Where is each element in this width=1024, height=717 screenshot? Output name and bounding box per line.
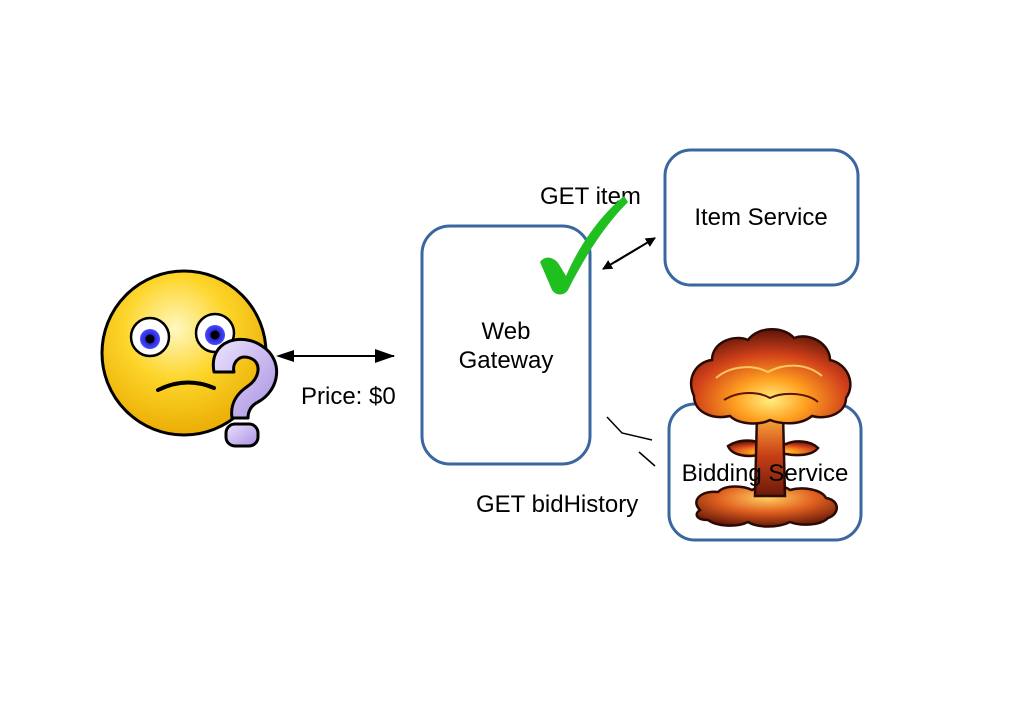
item-service-box bbox=[663, 148, 860, 287]
item-edge-label: GET item bbox=[540, 183, 641, 210]
gateway-item-arrow bbox=[602, 237, 656, 270]
question-mark-icon bbox=[211, 337, 278, 448]
checkmark-icon bbox=[540, 196, 628, 295]
client-edge-label: Price: $0 bbox=[301, 383, 396, 410]
client-gateway-arrow bbox=[276, 349, 395, 363]
bidding-service-label: Bidding Service bbox=[682, 460, 849, 487]
web-gateway-box bbox=[420, 224, 592, 466]
item-service-label: Item Service bbox=[694, 204, 827, 231]
mushroom-cloud-explosion-icon bbox=[689, 328, 852, 528]
bid-edge-label: GET bidHistory bbox=[476, 491, 638, 518]
broken-connection-line bbox=[606, 416, 656, 467]
confused-face-icon bbox=[100, 269, 268, 437]
web-gateway-label-line2: Gateway bbox=[459, 347, 554, 374]
web-gateway-label-line1: Web bbox=[482, 318, 531, 345]
